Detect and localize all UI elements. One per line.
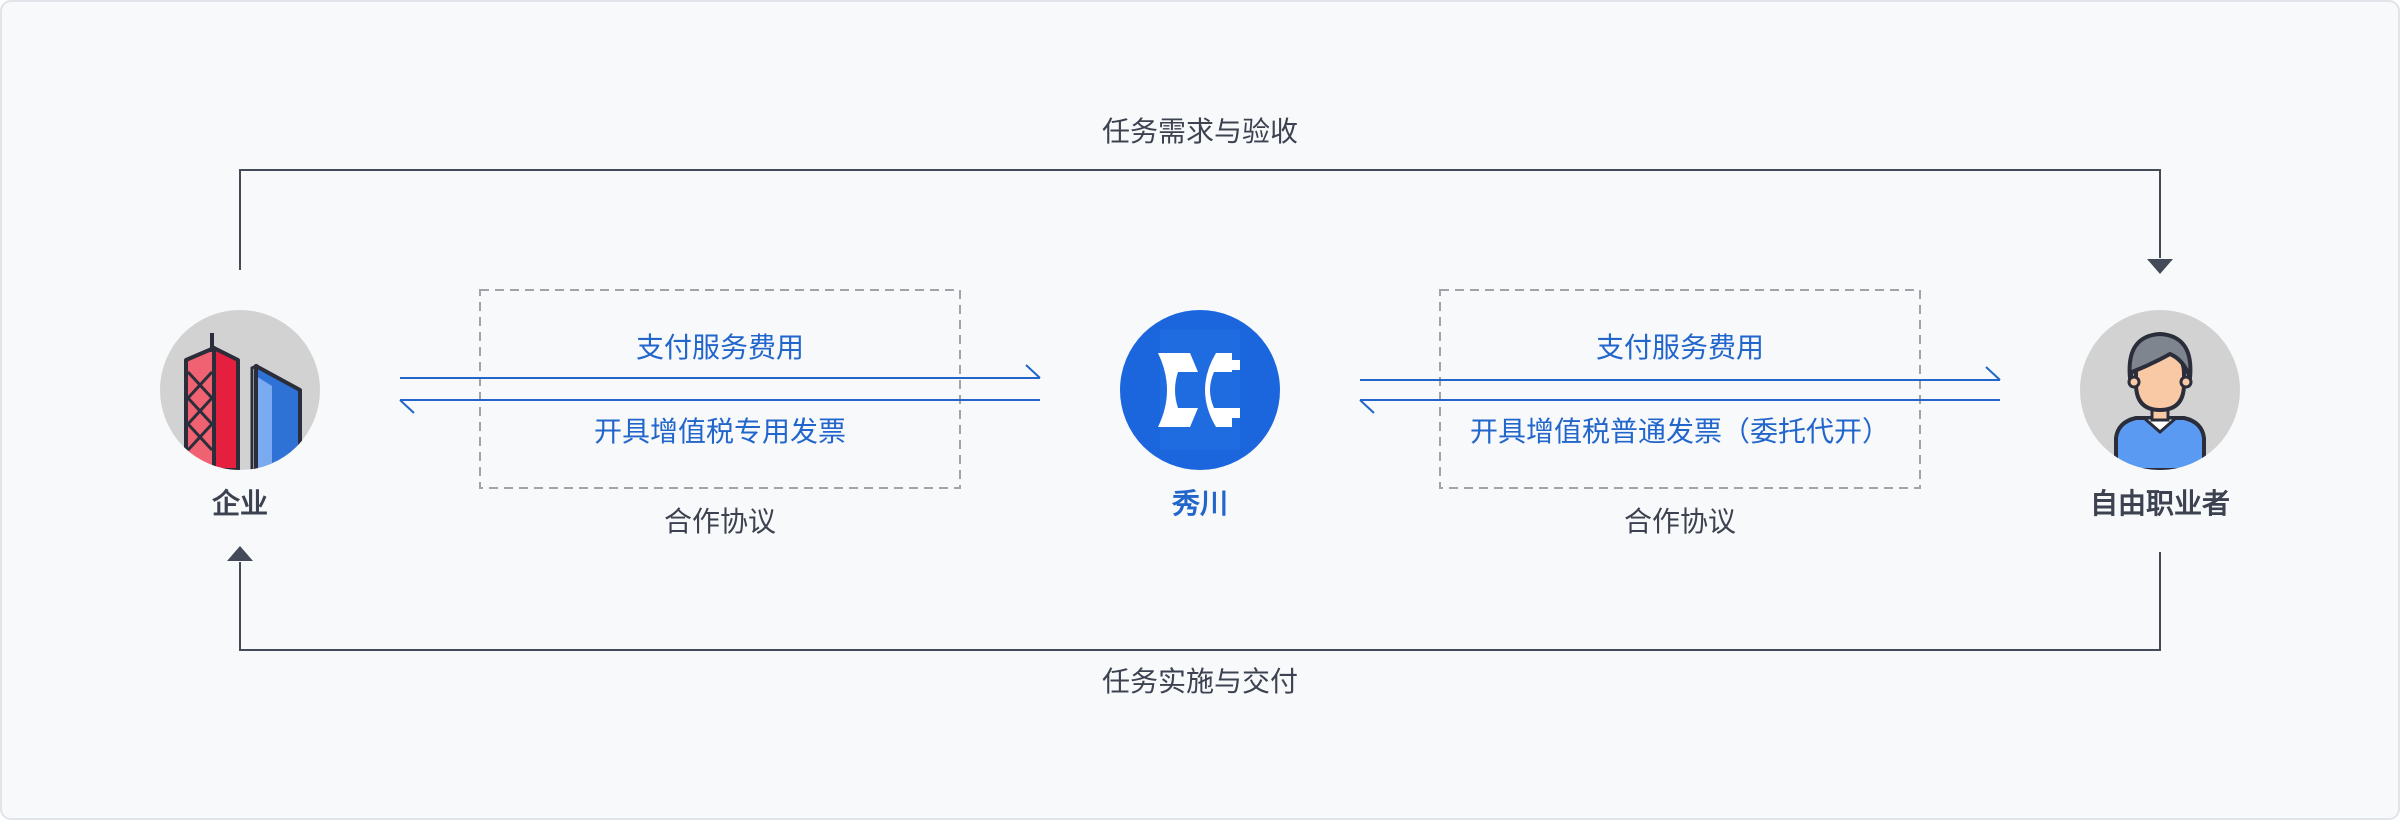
left-invoice-label: 开具增值税专用发票: [593, 415, 847, 448]
right-invoice-arrow-head: [1359, 399, 1375, 414]
xiuchuan-logo-icon: [1120, 310, 1280, 470]
building-icon: [160, 310, 320, 470]
right-agreement-box: [1439, 289, 1921, 489]
bottom-flow-arrowhead: [227, 546, 253, 561]
freelancer-name: 自由职业者: [2089, 487, 2231, 520]
right-agreement-caption: 合作协议: [1623, 505, 1737, 538]
left-agreement-box: [479, 289, 961, 489]
right-pay-label: 支付服务费用: [1595, 331, 1765, 364]
person-avatar-icon: [2080, 310, 2240, 470]
left-agreement-caption: 合作协议: [663, 505, 777, 538]
bottom-flow-line: [239, 552, 2161, 651]
left-pay-arrow-head: [1025, 364, 1041, 379]
left-invoice-arrow-head: [399, 399, 415, 414]
top-flow-line: [239, 169, 2161, 270]
platform-name: 秀川: [1171, 487, 1229, 520]
left-pay-label: 支付服务费用: [635, 331, 805, 364]
bottom-flow-label: 任务实施与交付: [1101, 665, 1299, 698]
right-pay-arrow-head: [1985, 366, 2001, 381]
top-flow-label: 任务需求与验收: [1101, 115, 1299, 148]
enterprise-name: 企业: [211, 487, 269, 520]
right-invoice-label: 开具增值税普通发票（委托代开）: [1469, 415, 1891, 448]
top-flow-arrowhead: [2147, 259, 2173, 274]
